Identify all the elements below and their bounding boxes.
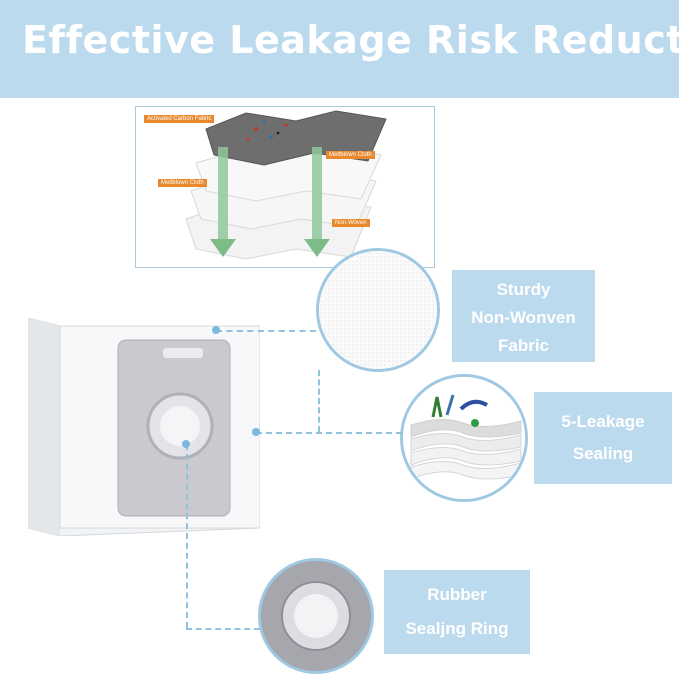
dust-bag-product [27,317,261,537]
callout-ring-line2: Sealjng Ring [405,619,509,638]
connector-ring-h [186,628,260,630]
connector-sealing-h [256,432,402,434]
callout-sealing: 5-Leakage Sealing [534,392,672,484]
connector-dot-sealing [252,428,260,436]
callout-ring-line1: Rubber [427,585,487,604]
callout-fabric: Sturdy Non-Wonven Fabric [452,270,595,362]
sealing-layers-closeup [400,374,528,502]
header-banner: Effective Leakage Risk Reduction [0,0,679,98]
callout-sealing-line2: Sealing [572,444,634,463]
filter-layers-illustration [185,110,387,260]
callout-fabric-line2: Non-Wonven [471,308,576,327]
layer-label-nonwoven: Non-Woven [332,219,370,227]
callout-fabric-line3: Fabric [497,336,550,355]
fabric-closeup [316,248,440,372]
rubber-ring-closeup [258,558,374,674]
callout-fabric-line1: Sturdy [496,280,551,299]
connector-ring-v [186,444,188,628]
callout-rubber-ring: Rubber Sealjng Ring [384,570,530,654]
page-title: Effective Leakage Risk Reduction [22,18,679,62]
connector-dot-fabric [212,326,220,334]
layer-label-meltblown-2: Meltblown Cloth [158,179,207,187]
connector-fabric [216,330,316,332]
callout-sealing-line1: 5-Leakage [561,412,645,431]
layer-label-meltblown-1: Meltblown Cloth [326,151,375,159]
layer-label-carbon: Activated Carbon Fabric [144,115,215,123]
filter-layers-diagram: Activated Carbon Fabric Meltblown Cloth … [135,106,435,268]
connector-dot-ring [182,440,190,448]
connector-sealing-v [318,370,320,432]
